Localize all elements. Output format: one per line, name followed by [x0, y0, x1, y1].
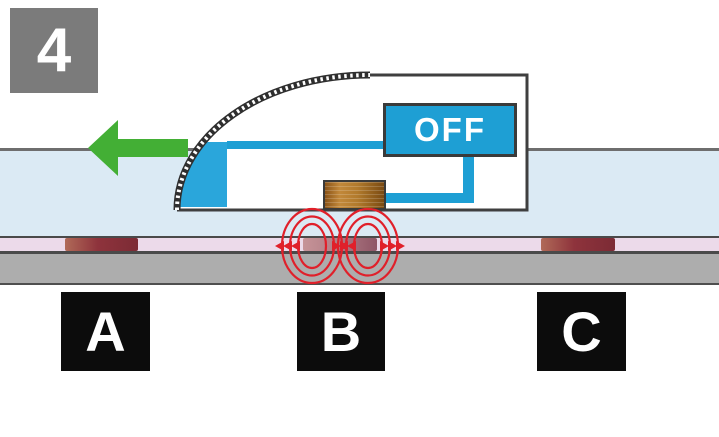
circuit-wire-right — [463, 155, 474, 203]
off-switch-label: OFF — [414, 111, 486, 148]
track-magnet-c — [541, 238, 615, 251]
step-number-badge: 4 — [10, 8, 98, 93]
track-label-a: A — [61, 292, 150, 371]
track-label-c: C — [537, 292, 626, 371]
track-label-a-text: A — [85, 299, 126, 363]
guideway-base — [0, 254, 719, 283]
step-number: 4 — [36, 15, 72, 85]
electromagnet-coil — [323, 180, 386, 210]
track-label-b-text: B — [320, 299, 362, 363]
circuit-wire-left — [227, 141, 383, 149]
off-switch: OFF — [383, 103, 517, 157]
track-magnet-b — [303, 238, 377, 251]
guideway-base-border — [0, 283, 719, 285]
track-label-b: B — [297, 292, 385, 371]
track-label-c-text: C — [561, 299, 602, 363]
circuit-wire-bottom — [384, 193, 474, 203]
track-magnet-a — [65, 238, 138, 251]
